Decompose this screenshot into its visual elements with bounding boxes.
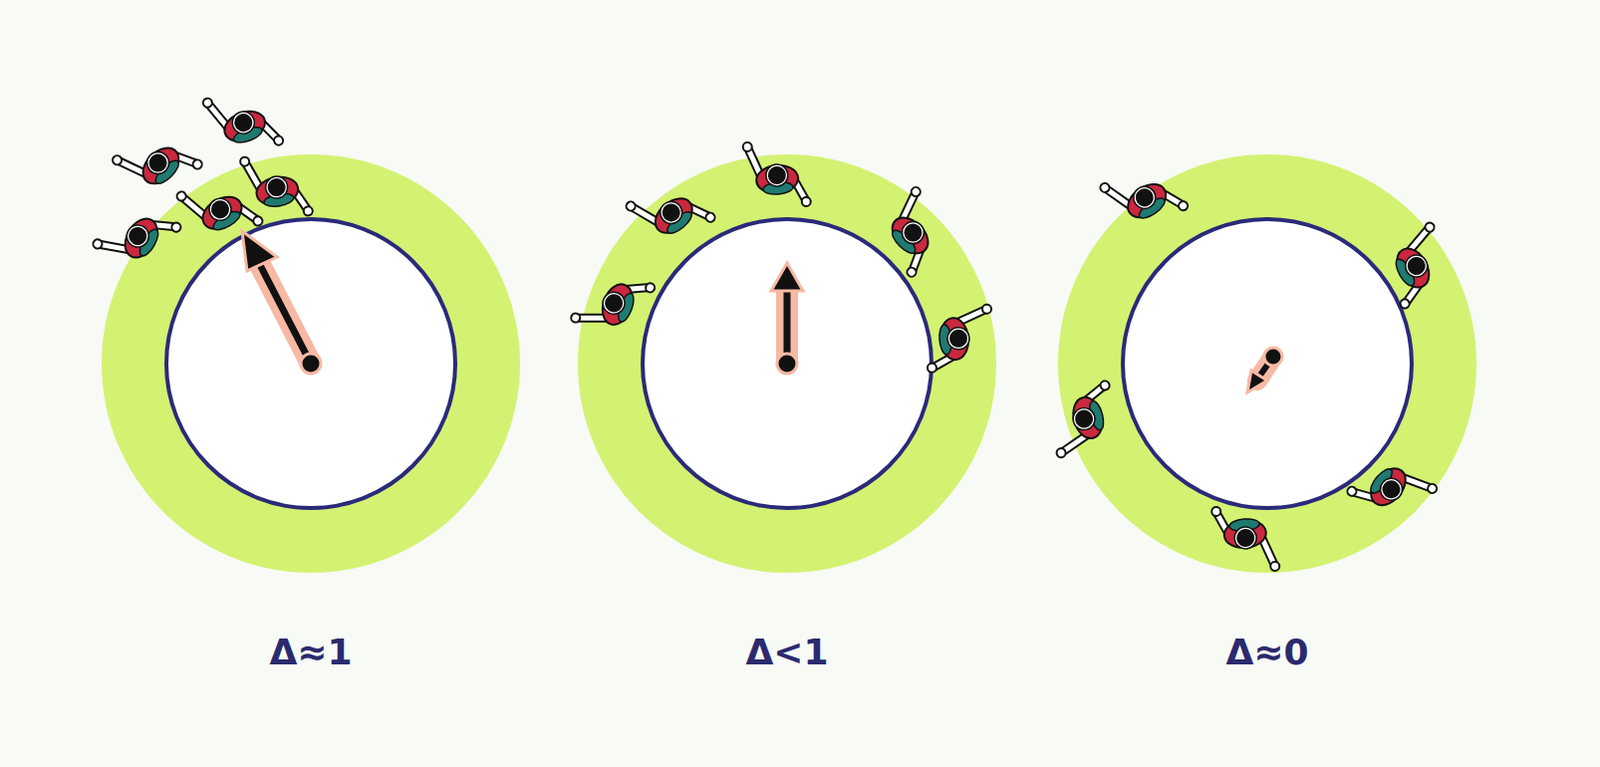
delta-label: Δ≈1 bbox=[268, 632, 352, 673]
delta-label: Δ≈0 bbox=[1225, 632, 1309, 673]
delta-label: Δ<1 bbox=[745, 632, 828, 673]
ring-figure bbox=[91, 78, 521, 573]
ring-figure bbox=[569, 137, 997, 573]
ring-figure bbox=[1042, 150, 1477, 576]
